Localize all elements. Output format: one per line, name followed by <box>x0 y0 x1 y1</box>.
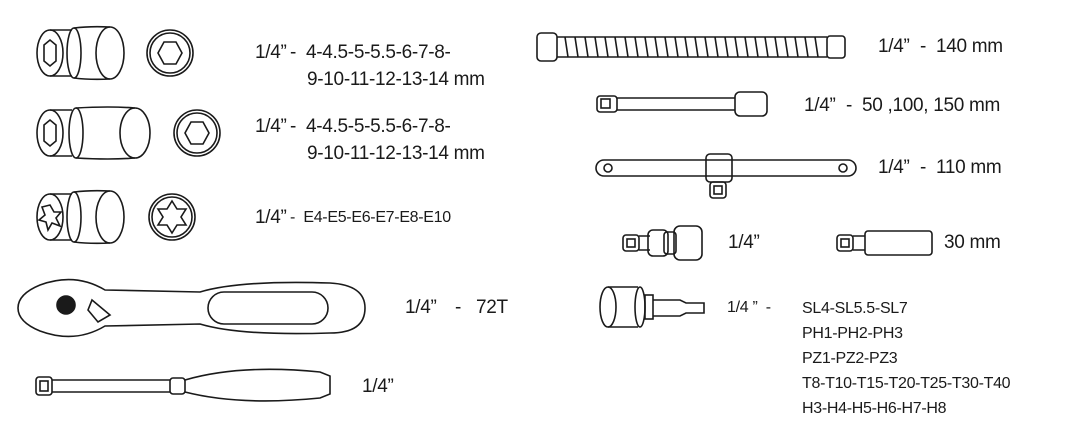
bit-list-torx: T8-T10-T15-T20-T25-T30-T40 <box>802 375 1011 392</box>
bit-list-phillips: PH1-PH2-PH3 <box>802 325 903 342</box>
t-handle-drive: 1/4” <box>878 157 910 178</box>
universal-joint-illustration <box>622 225 703 261</box>
ratchet-drive: 1/4” <box>405 297 437 318</box>
sockets-6pt-sizes-line1: - 4-4.5-5-5.5-6-7-8- <box>290 42 451 63</box>
t-handle-illustration <box>595 153 857 199</box>
t-handle-spec: - 110 mm <box>920 157 1002 178</box>
universal-joint-drive: 1/4” <box>728 232 760 253</box>
socket-6pt-illustration <box>36 25 194 81</box>
flex-extension-illustration <box>536 32 846 62</box>
bit-holder-illustration <box>599 286 705 328</box>
bit-list-slotted: SL4-SL5.5-SL7 <box>802 300 908 317</box>
sockets-deep-drive: 1/4” <box>255 116 287 137</box>
ratchet-spec: - 72T <box>455 297 508 318</box>
flex-extension-spec: - 140 mm <box>920 36 1003 57</box>
socket-deep-illustration <box>36 106 221 160</box>
sockets-6pt-drive: 1/4” <box>255 42 287 63</box>
adapter-spec: 30 mm <box>944 232 1001 253</box>
adapter-illustration <box>836 230 933 256</box>
bit-list-hex: H3-H4-H5-H6-H7-H8 <box>802 400 947 417</box>
bit-holder-drive: 1/4 ” - <box>727 299 771 316</box>
spinner-handle-drive: 1/4” <box>362 376 394 397</box>
ratchet-illustration <box>17 278 366 338</box>
sockets-torx-sizes: - E4-E5-E6-E7-E8-E10 <box>290 209 451 226</box>
socket-torx-illustration <box>36 189 196 245</box>
extensions-drive: 1/4” <box>804 95 836 116</box>
sockets-6pt-sizes-line2: 9-10-11-12-13-14 mm <box>307 69 485 90</box>
extension-bar-illustration <box>596 91 768 117</box>
sockets-torx-drive: 1/4” <box>255 207 287 228</box>
extensions-spec: - 50 ,100, 150 mm <box>846 95 1001 116</box>
spinner-handle-illustration <box>35 368 331 402</box>
flex-extension-drive: 1/4” <box>878 36 910 57</box>
sockets-deep-sizes-line1: - 4-4.5-5-5.5-6-7-8- <box>290 116 451 137</box>
bit-list-pozidriv: PZ1-PZ2-PZ3 <box>802 350 898 367</box>
sockets-deep-sizes-line2: 9-10-11-12-13-14 mm <box>307 143 485 164</box>
